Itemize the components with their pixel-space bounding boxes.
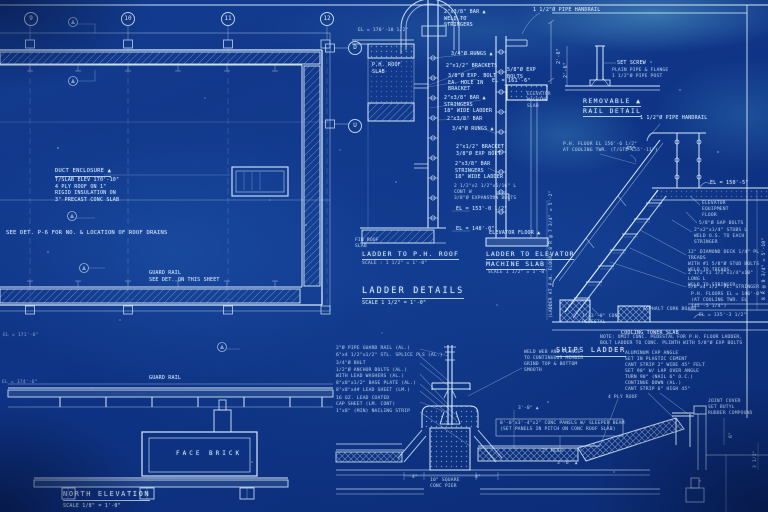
elevation-note-2: EL = 174'-6" xyxy=(2,380,38,385)
ships-handrail-label: 1 1/2"Ø PIPE HANDRAIL xyxy=(640,115,708,121)
section-label-3: 3/4"Ø BOLT xyxy=(336,361,366,366)
face-brick-label: FACE BRICK xyxy=(176,450,243,457)
bar-label-2: 2"x3/8" BAR xyxy=(447,116,483,122)
pipe-post-label: PLAIN PIPE & FLANGE 1 1/2"Ø PIPE POST xyxy=(612,68,669,80)
roof-drain-note: SEE DET. P-6 FOR NO. & LOCATION OF ROOF … xyxy=(6,230,168,236)
el-135-label: EL = 135'-3 1/2" xyxy=(699,313,747,318)
ladder-elevator-scale: SCALE 1 1/2" = 1'-0" xyxy=(488,270,548,275)
angle-cont-label: 2 1/2"x2 1/2"x5/16" L CONT W 3/8"Ø EXPAN… xyxy=(454,184,517,202)
stringers-label-1: 2"x3/8" BAR ▲ STRINGERS 18" WIDE LADDER xyxy=(444,95,493,115)
equip-floor-label: ELEVATOR EQUIPMENT FLOOR xyxy=(702,201,729,219)
el-153-label: EL = 153'-0 1/2" xyxy=(456,206,508,212)
elevation-note-1: EL = 171'-6" xyxy=(3,333,39,338)
bracket-label-2: 2"x1/2" BRACKET 3/8"Ø EXP BOLT xyxy=(456,144,505,157)
north-elevation-title: NORTH ELEVATION xyxy=(63,490,151,502)
pipe-handrail-label-top: 1 1/2"Ø PIPE HANDRAIL xyxy=(533,7,601,13)
plan-guard-rail-note: GUARD RAIL SEE DET. ON THIS SHEET xyxy=(149,270,220,283)
section-label-6: 8"x8"x4# LEAD SHEET (LM.) xyxy=(336,388,411,393)
pier-label: 10" SQUARE CONC PIER xyxy=(430,478,460,490)
gap-bolts-label: 5/8"Ø GAP BOLTS xyxy=(699,221,744,226)
ladder-ph-roof-scale: SCALE : 1 1/2" = 1'-0" xyxy=(362,261,428,266)
section-label-5: 8"x8"x1/2" BASE PLATE (AL.) xyxy=(336,381,417,386)
exp-bolt-label-1: 3/8"Ø EXP. BOLT EA. HOLE IN BRACKET xyxy=(448,73,497,93)
removable-rail-title-2: RAIL DETAIL xyxy=(583,107,642,118)
dim-3-6-label: 3'-6" ▲ xyxy=(557,461,578,466)
panels-note-label: 8'-0"x3'-4"x2" CONC PANELS W/ SLEEPER BE… xyxy=(500,421,625,433)
stringers-label-2: 2"x3/8" BAR STRINGERS 18" WIDE LADDER xyxy=(455,161,504,181)
stubs-label: 2"x2"x1/4" STUBS L WELD U.S. TO EACH STR… xyxy=(694,228,748,246)
rungs-label-1: 3/4"Ø RUNGS ▲ xyxy=(451,51,493,57)
mesh-label: 2" MESH xyxy=(542,449,563,454)
roof-plan-linework xyxy=(0,17,348,352)
dim-3-5-label: 3 1/2" xyxy=(753,450,758,468)
pl-stringer-label: 5/8"x4 1/2" PL. STRINGER xyxy=(688,285,760,290)
dim-3-0-label: 3'-0" ▲ xyxy=(518,406,539,411)
elevator-floor-label: ELEVATOR FLOOR ▲ xyxy=(489,230,541,236)
fin-roof-label: FIN ROOF SLAB xyxy=(355,238,379,250)
section-label-4: 1/2"Ø ANCHOR BOLTS (AL.) WITH LEAD WASHE… xyxy=(336,368,408,380)
grid-bubble-d: D xyxy=(348,41,362,55)
cap-angle-note-label: ALUMINUM CAP ANGLE SET IN PLASTIC CEMENT… xyxy=(625,351,706,393)
grid-bubble-12: 12 xyxy=(320,12,334,26)
grid-bubble-11: 11 xyxy=(221,12,235,26)
ne-guard-rail-label: GUARD RAIL xyxy=(149,375,182,381)
four-ply-roof-label: 4 PLY ROOF xyxy=(608,395,638,400)
north-elevation-linework xyxy=(7,383,334,500)
joint-cover-label: JOINT COVER SET BUTYL RUBBER COMPOUND xyxy=(708,399,753,417)
ships-ladder-dim-right: 8 R @ 8 3/4" = 5'-10" xyxy=(762,237,767,300)
pedestal-label: 1"x3'-0" CONC PEDESTAL xyxy=(582,314,621,326)
ladder-elevator-title-1: LADDER TO ELEVATOR xyxy=(486,250,575,261)
grid-bubble-u: U xyxy=(348,119,362,133)
dim-4b-label: 4" xyxy=(475,475,481,480)
ladder-ph-roof-title: LADDER TO P.H. ROOF xyxy=(362,250,460,261)
north-elevation-scale: SCALE 1/8" = 1'-0" xyxy=(63,503,121,509)
grid-bubble-9: 9 xyxy=(24,12,38,26)
weld-note-label: WELD WEB AND FLANGE TO CONTINUOUS MEMBER… xyxy=(524,350,584,374)
section-label-2: 6"x4 1/2"x1/2" STL. SPLICE PLS (AL.) xyxy=(336,353,443,358)
dim-2-6-removable: 2'-6" xyxy=(563,61,569,78)
ph-roof-slab-label: P.H. ROOF SLAB xyxy=(372,62,401,75)
dim-6-label: 6" xyxy=(729,432,734,438)
angle-45-label: 45° xyxy=(626,146,636,152)
section-label-7: 16 OZ. LEAD COATED CAP SHEET (LM. CONT) xyxy=(336,396,396,408)
duct-enclosure-title: DUCT ENCLOSURE ▲ xyxy=(55,168,112,177)
ships-ladder-dim-left: (LADDER AT P.H. FLOOR) 8 R @ 7 3/4" = 5'… xyxy=(549,190,554,318)
dim-2-6-elevator: 2'-6" xyxy=(556,47,562,64)
el-161-label: EL = 161'-6" xyxy=(492,78,531,84)
machine-slab-label: ELEVATOR MACHINE SLAB xyxy=(527,92,551,110)
ph-floor-label: P.H. FLOOR EL 156'-6 1/2" AT COOLING TWR… xyxy=(563,142,658,154)
ph-floors-label: P.H. FLOORS EL = 146'-0" (AT COOLING TWR… xyxy=(691,292,763,310)
cork-label: ASPHALT CORK BOARD xyxy=(643,307,697,312)
el-150-label: EL = 150'-5" xyxy=(710,180,749,186)
el-roof-label: EL = 170'-10 1/2" xyxy=(358,28,409,33)
brackets-label-1: 2"x1/2" BRACKETS xyxy=(446,63,498,69)
section-label-1: 2"Ø PIPE GUARD RAIL (AL.) xyxy=(336,346,411,351)
rungs-label-2: 3/4"Ø RUNGS ▲ xyxy=(452,126,494,132)
ladder-details-title: LADDER DETAILS xyxy=(362,286,465,300)
set-screw-label: SET SCREW xyxy=(617,60,646,66)
ladder-details-scale: SCALE 1 1/2" = 1'-0" xyxy=(362,300,427,306)
grid-bubble-10: 10 xyxy=(121,12,135,26)
section-label-8: 1"x8" (MIN) NAILING STRIP xyxy=(336,409,411,414)
bar-weld-label: 2"x3/8" BAR ▲ WELD TO STRINGERS xyxy=(444,9,486,29)
removable-rail-title-1: REMOVABLE ▲ xyxy=(583,97,642,108)
ladder-elevator-title-2: MACHINE SLAB xyxy=(486,260,545,271)
dim-4a-label: 4" xyxy=(412,475,418,480)
duct-enclosure-note: T/SLAB ELEV 170'-10" 4 PLY ROOF ON 1" RI… xyxy=(55,177,120,203)
